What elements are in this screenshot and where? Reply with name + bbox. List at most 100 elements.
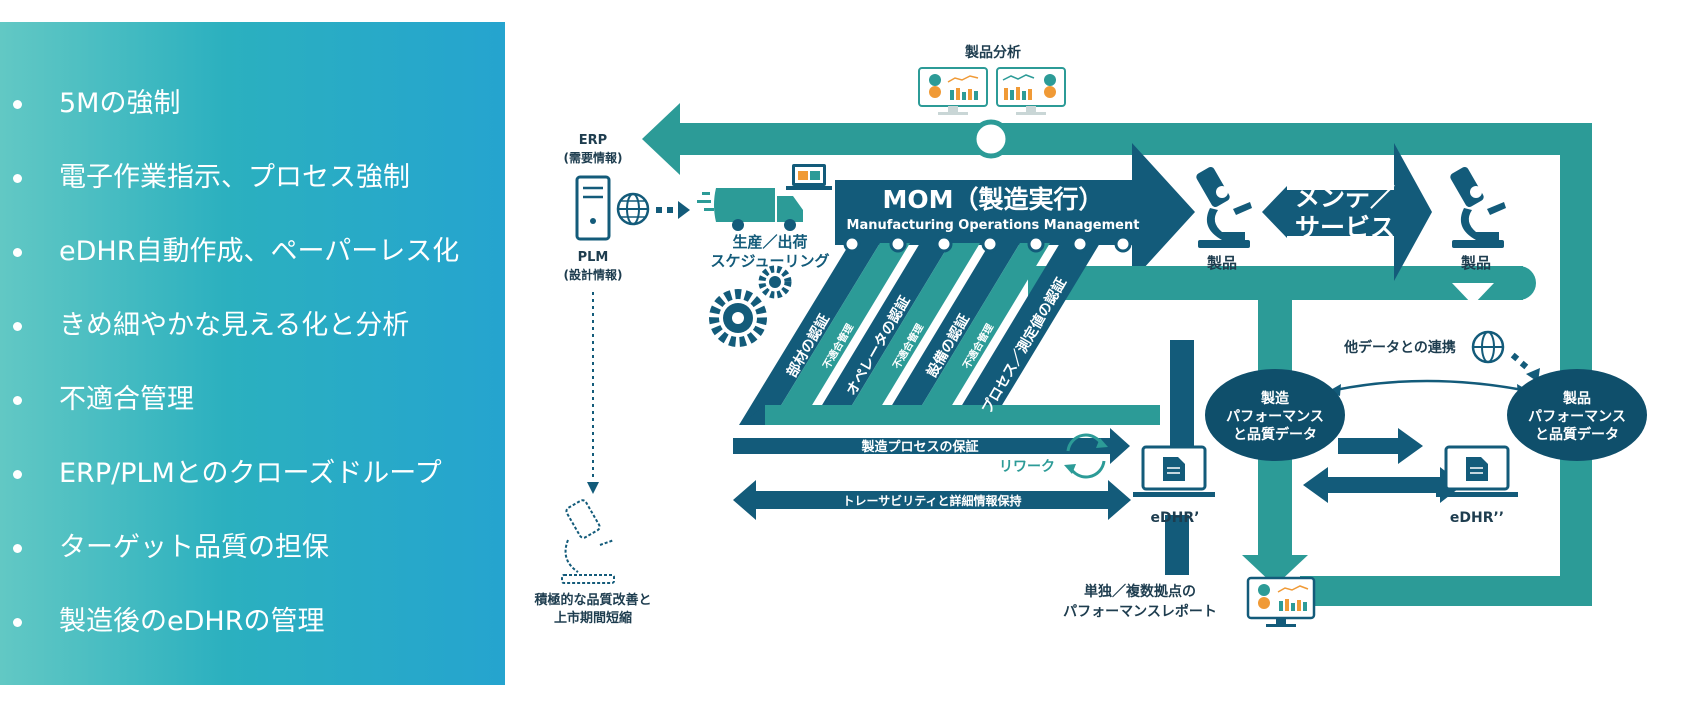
feature-item-text: 5Mの強制: [59, 88, 181, 119]
maintenance-line2: サービス: [1295, 213, 1395, 242]
report-line2: パフォーマンスレポート: [1063, 603, 1217, 620]
dotted-arrow-right: [656, 201, 690, 219]
rework-cycle-icon: [1064, 433, 1108, 479]
column-base: [765, 405, 1160, 425]
dotted-arrow-down: [587, 482, 599, 494]
server-icon: [575, 175, 611, 241]
monitor-icon: [996, 67, 1066, 115]
feature-list-panel: 5Mの強制 電子作業指示、プロセス強制 eDHR自動作成、ペーパーレス化 きめ細…: [0, 22, 505, 685]
bullet-icon: [13, 396, 22, 405]
edhr-double-label: eDHR’’: [1450, 510, 1504, 526]
document-laptop-icon: [1133, 445, 1215, 497]
mom-subtitle: Manufacturing Operations Management: [847, 218, 1140, 233]
rework-label: リワーク: [999, 459, 1055, 475]
process-guarantee-arrow: 製造プロセスの保証 リワーク: [733, 428, 1130, 479]
product-label: 製品: [1460, 254, 1491, 272]
scheduling-block: 生産／出荷 スケジューリング: [697, 164, 832, 347]
bullet-icon: [13, 618, 22, 627]
prod-perf-line3: と品質データ: [1535, 426, 1619, 443]
feature-item: ターゲット品質の担保: [0, 528, 505, 568]
feedback-loop: [642, 103, 1592, 606]
bullet-icon: [13, 100, 22, 109]
scheduling-line2: スケジューリング: [711, 252, 830, 270]
quality-improvement: 積極的な品質改善と 上市期間短縮: [533, 499, 652, 626]
node-circle: [889, 235, 907, 253]
bullet-icon: [13, 322, 22, 331]
gear-icon: [758, 265, 792, 299]
feedback-arrow-head: [642, 103, 680, 175]
feature-item: 製造後のeDHRの管理: [0, 602, 505, 642]
prod-perf-line1: 製品: [1562, 390, 1591, 407]
feature-item-text: ERP/PLMとのクローズドループ: [59, 458, 442, 489]
mom-arrow: MOM（製造実行） Manufacturing Operations Manag…: [835, 143, 1195, 281]
edhr-prime-label: eDHR’: [1151, 510, 1200, 526]
erp-plm-block: ERP (需要情報) PLM (設計情報): [564, 133, 690, 494]
feature-item-text: 製造後のeDHRの管理: [59, 606, 325, 637]
bullet-icon: [13, 470, 22, 479]
column-bar-main: [739, 243, 880, 425]
node-circle: [981, 235, 999, 253]
erp-subtitle: (需要情報): [564, 150, 623, 165]
report-line1: 単独／複数拠点の: [1084, 583, 1196, 600]
other-data-link: 他データとの連携: [1327, 330, 1540, 396]
node-circle: [1071, 235, 1089, 253]
feature-item: eDHR自動作成、ペーパーレス化: [0, 232, 505, 272]
column-bar-side: [910, 243, 1050, 425]
column-bar-side: [769, 243, 910, 425]
edhr-double: eDHR’’: [1436, 445, 1518, 526]
feature-item: きめ細やかな見える化と分析: [0, 306, 505, 346]
feature-item-text: 不適合管理: [59, 384, 194, 415]
down-notch: [1452, 283, 1494, 305]
truck-icon: [697, 188, 803, 231]
node-circle: [1027, 235, 1045, 253]
traceability-label: トレーサビリティと詳細情報保持: [842, 493, 1021, 508]
column-nodes: [843, 235, 1132, 253]
feature-item-text: ターゲット品質の担保: [59, 532, 329, 563]
loop-node: [971, 119, 1011, 159]
plm-title: PLM: [578, 250, 609, 265]
arrow-right: [1338, 428, 1423, 464]
column-bar-main: [880, 243, 1020, 425]
maintenance-line1: メンテ／: [1295, 183, 1395, 212]
edhr-exchange-arrows: [1303, 428, 1463, 503]
performance-report: 単独／複数拠点の パフォーマンスレポート: [1063, 576, 1316, 627]
plm-subtitle: (設計情報): [564, 267, 623, 282]
arrow-double: [1303, 467, 1463, 503]
monitor-icon: [918, 67, 988, 115]
edhr-prime: eDHR’: [1133, 340, 1215, 575]
mfg-perf-line2: パフォーマンス: [1226, 409, 1324, 425]
quality-improve-line2: 上市期間短縮: [554, 610, 632, 626]
scheduling-line1: 生産／出荷: [732, 233, 807, 251]
node-circle: [843, 235, 861, 253]
other-data-label: 他データとの連携: [1343, 339, 1456, 356]
process-guarantee-label: 製造プロセスの保証: [860, 439, 978, 455]
product-stage-2: 製品: [1450, 167, 1506, 272]
feature-item-text: きめ細やかな見える化と分析: [59, 310, 410, 341]
gear-icon: [709, 289, 767, 347]
bullet-icon: [13, 174, 22, 183]
feature-item: ERP/PLMとのクローズドループ: [0, 454, 505, 494]
manufacturing-performance: 製造 パフォーマンス と品質データ: [1205, 369, 1345, 461]
globe-icon: [616, 192, 650, 226]
feature-item: 不適合管理: [0, 380, 505, 420]
product-analysis-label: 製品分析: [964, 44, 1021, 61]
bullet-icon: [13, 544, 22, 553]
laptop-icon: [786, 164, 832, 190]
column-bar-main: [950, 243, 1100, 425]
column-bar-main: [810, 243, 950, 425]
product-stage-1: 製品: [1196, 167, 1252, 272]
feature-item-text: 電子作業指示、プロセス強制: [59, 162, 410, 193]
product-performance: 製品 パフォーマンス と品質データ: [1507, 369, 1647, 461]
column-bar-side: [840, 243, 980, 425]
globe-icon: [1471, 330, 1505, 364]
maintenance-arrow: メンテ／ サービス: [1262, 143, 1432, 281]
microscope-icon: [561, 499, 615, 584]
node-circle: [935, 235, 953, 253]
upper-band: [1028, 266, 1523, 300]
prod-perf-line2: パフォーマンス: [1528, 409, 1626, 425]
product-label: 製品: [1206, 254, 1237, 272]
bullet-icon: [13, 248, 22, 257]
erp-title: ERP: [579, 133, 607, 148]
mfg-perf-line1: 製造: [1260, 390, 1289, 407]
